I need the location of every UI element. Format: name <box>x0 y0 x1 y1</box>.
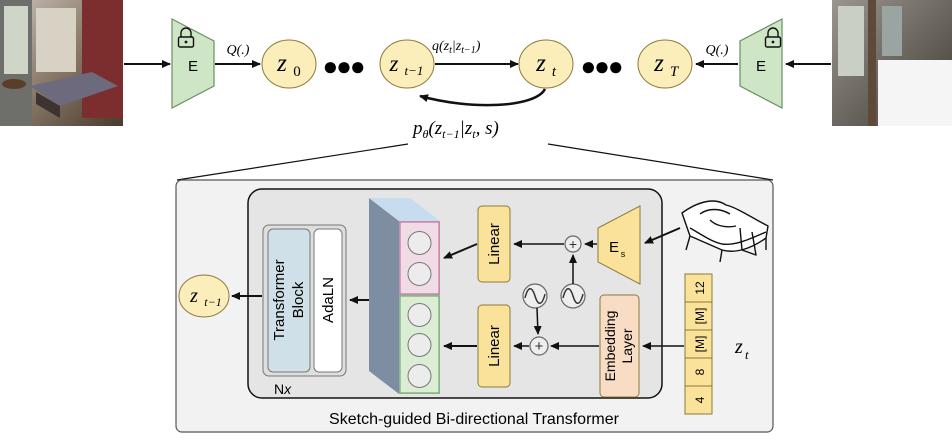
positional-encoding-icon-bottom <box>522 283 548 309</box>
latent-z-t-minus-1: z t−1 <box>379 39 435 89</box>
latent-z-T: z T <box>637 39 693 89</box>
reverse-label: pθ(zt−1|zt, s) <box>411 118 499 141</box>
encoder-right-label: E <box>756 58 766 75</box>
token-3: [M] <box>693 308 707 325</box>
linear-top-label: Linear <box>486 223 503 265</box>
latent-token <box>407 364 432 388</box>
adaln-label: AdaLN <box>320 277 337 323</box>
latent-z-t: z t <box>518 39 574 89</box>
repeat-label: Nx <box>274 381 292 397</box>
encoder-left: E <box>171 18 215 109</box>
token-column <box>369 198 440 394</box>
quantizer-right-label: Q(.) <box>706 43 729 58</box>
dots-left: ●●● <box>322 51 363 81</box>
sketch-token <box>407 231 432 255</box>
transformer-block-label-1: Transformer <box>271 259 288 340</box>
zoom-line-left <box>176 143 409 181</box>
latent-token <box>407 333 432 357</box>
z-T-sub: T <box>670 64 680 80</box>
z-T-base: z <box>653 50 664 77</box>
sketch-token <box>407 262 432 286</box>
sketch-bed-drawing <box>681 200 769 263</box>
masked-room-image <box>832 0 952 126</box>
positional-encoding-icon-top <box>560 283 586 309</box>
transformer-block-label-2: Block <box>290 281 307 318</box>
z-t-base: z <box>535 50 546 77</box>
svg-text:+: + <box>569 236 577 252</box>
token-0: 4 <box>693 396 707 403</box>
sketch-encoder-sub: s <box>621 249 626 259</box>
input-room-image <box>0 0 123 126</box>
token-column-top <box>369 198 440 221</box>
sketch-encoder: E s <box>597 205 641 285</box>
input-z-sub: t <box>745 347 749 362</box>
svg-text:+: + <box>535 338 544 355</box>
encoder-right: E <box>739 18 783 109</box>
dots-right: ●●● <box>580 51 621 81</box>
add-icon-bottom: + <box>529 336 549 356</box>
token-2: [M] <box>693 336 707 353</box>
embedding-layer <box>599 294 640 398</box>
latent-token <box>407 303 432 327</box>
output-z-base: z <box>189 285 198 307</box>
z0-base: z <box>276 50 287 77</box>
token-1: 8 <box>693 368 707 375</box>
arrow-sketch-to-es <box>644 227 681 244</box>
output-z-sub: t−1 <box>204 295 221 309</box>
input-token-sequence: 4 8 [M] [M] 12 <box>684 273 713 415</box>
linear-top <box>477 205 511 283</box>
input-latent-z-t: z t <box>734 336 749 362</box>
encoder-left-label: E <box>188 58 198 75</box>
adaln-block <box>313 228 343 373</box>
mask-region <box>878 60 952 126</box>
linear-bottom <box>477 304 511 388</box>
arrow-posenc-to-add-bottom <box>533 307 542 335</box>
arrow-linear-top-to-tokens <box>443 243 478 259</box>
add-icon-top: + <box>564 235 582 253</box>
sketch-encoder-base: E <box>609 239 619 256</box>
z-t-minus-1-sub: t−1 <box>405 63 424 78</box>
quantizer-left-label: Q(.) <box>227 43 250 58</box>
output-latent-z-t-minus-1: z t−1 <box>178 274 230 318</box>
embedding-layer-label-1: Embedding <box>602 311 618 382</box>
linear-bottom-label: Linear <box>486 325 503 367</box>
z-t-minus-1-base: z <box>389 51 399 76</box>
transformer-block <box>267 228 311 373</box>
token-column-side <box>369 198 399 394</box>
z-t-sub: t <box>552 64 557 80</box>
arrow-reverse-p-theta <box>419 88 547 107</box>
zoom-line-right <box>547 143 774 181</box>
panel-title: Sketch-guided Bi-directional Transformer <box>329 411 620 428</box>
lock-icon <box>764 27 782 48</box>
token-4: 12 <box>693 281 707 295</box>
forward-label: q(zt|zt−1) <box>432 39 481 56</box>
z0-sub: 0 <box>293 64 301 80</box>
lock-icon <box>177 27 195 48</box>
latent-z0: z 0 <box>261 39 317 89</box>
embedding-layer-label-2: Layer <box>619 328 635 363</box>
input-z-base: z <box>734 336 743 358</box>
